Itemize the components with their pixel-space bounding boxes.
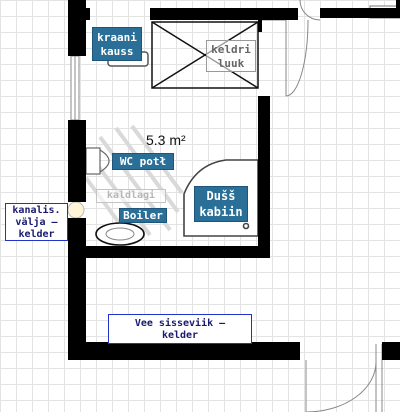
wall-bathroom-right-upper <box>258 20 262 32</box>
wall-bathroom-right <box>258 96 270 258</box>
drain-note-label[interactable]: kanalis. välja – kelder <box>5 203 68 241</box>
door-swing-bottom <box>305 344 383 412</box>
boiler-tank <box>95 222 145 246</box>
water-inlet-note-label[interactable]: Vee sisseviik – kelder <box>108 314 252 344</box>
wc-toilet <box>85 147 110 175</box>
slanted-ceiling-label[interactable]: kaldlagi <box>96 189 166 203</box>
cellar-hatch-label[interactable]: keldri luuk <box>206 40 256 72</box>
wall-top-right <box>258 8 298 20</box>
wall-top-left-stub <box>68 0 74 8</box>
window-left <box>70 55 80 121</box>
wall-bottom-left <box>68 342 300 360</box>
wall-bathroom-bottom <box>86 246 270 258</box>
room-area-label: 5.3 m² <box>146 132 186 148</box>
wall-top <box>150 8 258 20</box>
wc-label[interactable]: WC potł <box>112 153 174 170</box>
shower-label[interactable]: Dušš kabiin <box>194 186 248 222</box>
boiler-label[interactable]: Boiler <box>119 208 167 223</box>
drain-pipe-marker <box>67 201 85 219</box>
door-swing-right <box>262 19 309 97</box>
wall-top-far-right <box>320 8 400 18</box>
wall-left-middle <box>68 120 86 202</box>
wall-left-upper <box>68 0 86 56</box>
wall-right-top-stub <box>396 0 400 8</box>
sink-label[interactable]: kraani kauss <box>92 27 142 61</box>
wall-left-lower <box>68 218 86 360</box>
wall-bottom-right <box>382 342 400 360</box>
cellar-hatch-symbol <box>151 21 259 89</box>
